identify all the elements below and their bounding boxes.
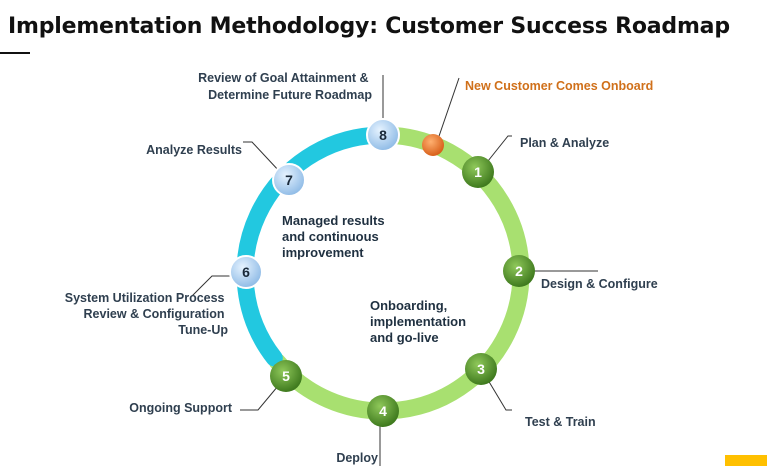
onboarding-phase-text: Onboarding, implementation and go-live (370, 298, 470, 345)
step-node-3: 3 (465, 353, 497, 385)
step-node-4: 4 (367, 395, 399, 427)
step-node-8: 8 (366, 118, 400, 152)
step-number-4: 4 (379, 403, 387, 419)
step-number-1: 1 (474, 164, 482, 180)
leader-step-7 (243, 141, 281, 173)
step-label-1: Plan & Analyze (520, 136, 609, 150)
leader-step-6 (191, 275, 238, 297)
start-node (422, 134, 444, 156)
step-label-4: Deploy (336, 451, 378, 465)
leader-lines (191, 75, 598, 466)
step-node-1: 1 (462, 156, 494, 188)
leader-step-1 (483, 135, 512, 167)
step-node-7: 7 (272, 163, 306, 197)
managed-phase-ring (236, 126, 387, 367)
leader-step-5 (240, 385, 279, 411)
step-label-7: Analyze Results (146, 143, 242, 157)
step-number-7: 7 (285, 172, 293, 188)
step-number-8: 8 (379, 127, 387, 143)
page-title: Implementation Methodology: Customer Suc… (8, 14, 730, 39)
step-label-3: Test & Train (525, 415, 596, 429)
step-label-5: Ongoing Support (129, 401, 233, 415)
managed-phase-text: Managed results and continuous improveme… (282, 213, 388, 260)
step-node-5: 5 (270, 360, 302, 392)
start-label: New Customer Comes Onboard (465, 79, 653, 93)
step-label-2: Design & Configure (541, 277, 658, 291)
step-node-2: 2 (503, 255, 535, 287)
corner-accent-bar (725, 455, 767, 466)
step-label-6: System Utilization Process Review & Conf… (65, 291, 229, 337)
step-number-5: 5 (282, 368, 290, 384)
step-number-6: 6 (242, 264, 250, 280)
step-number-3: 3 (477, 361, 485, 377)
title-underline (0, 52, 30, 54)
leader-step-3 (487, 379, 512, 411)
step-node-6: 6 (229, 255, 263, 289)
step-label-8: Review of Goal Attainment & Determine Fu… (198, 71, 372, 102)
leader-start (436, 77, 460, 143)
step-number-2: 2 (515, 263, 523, 279)
